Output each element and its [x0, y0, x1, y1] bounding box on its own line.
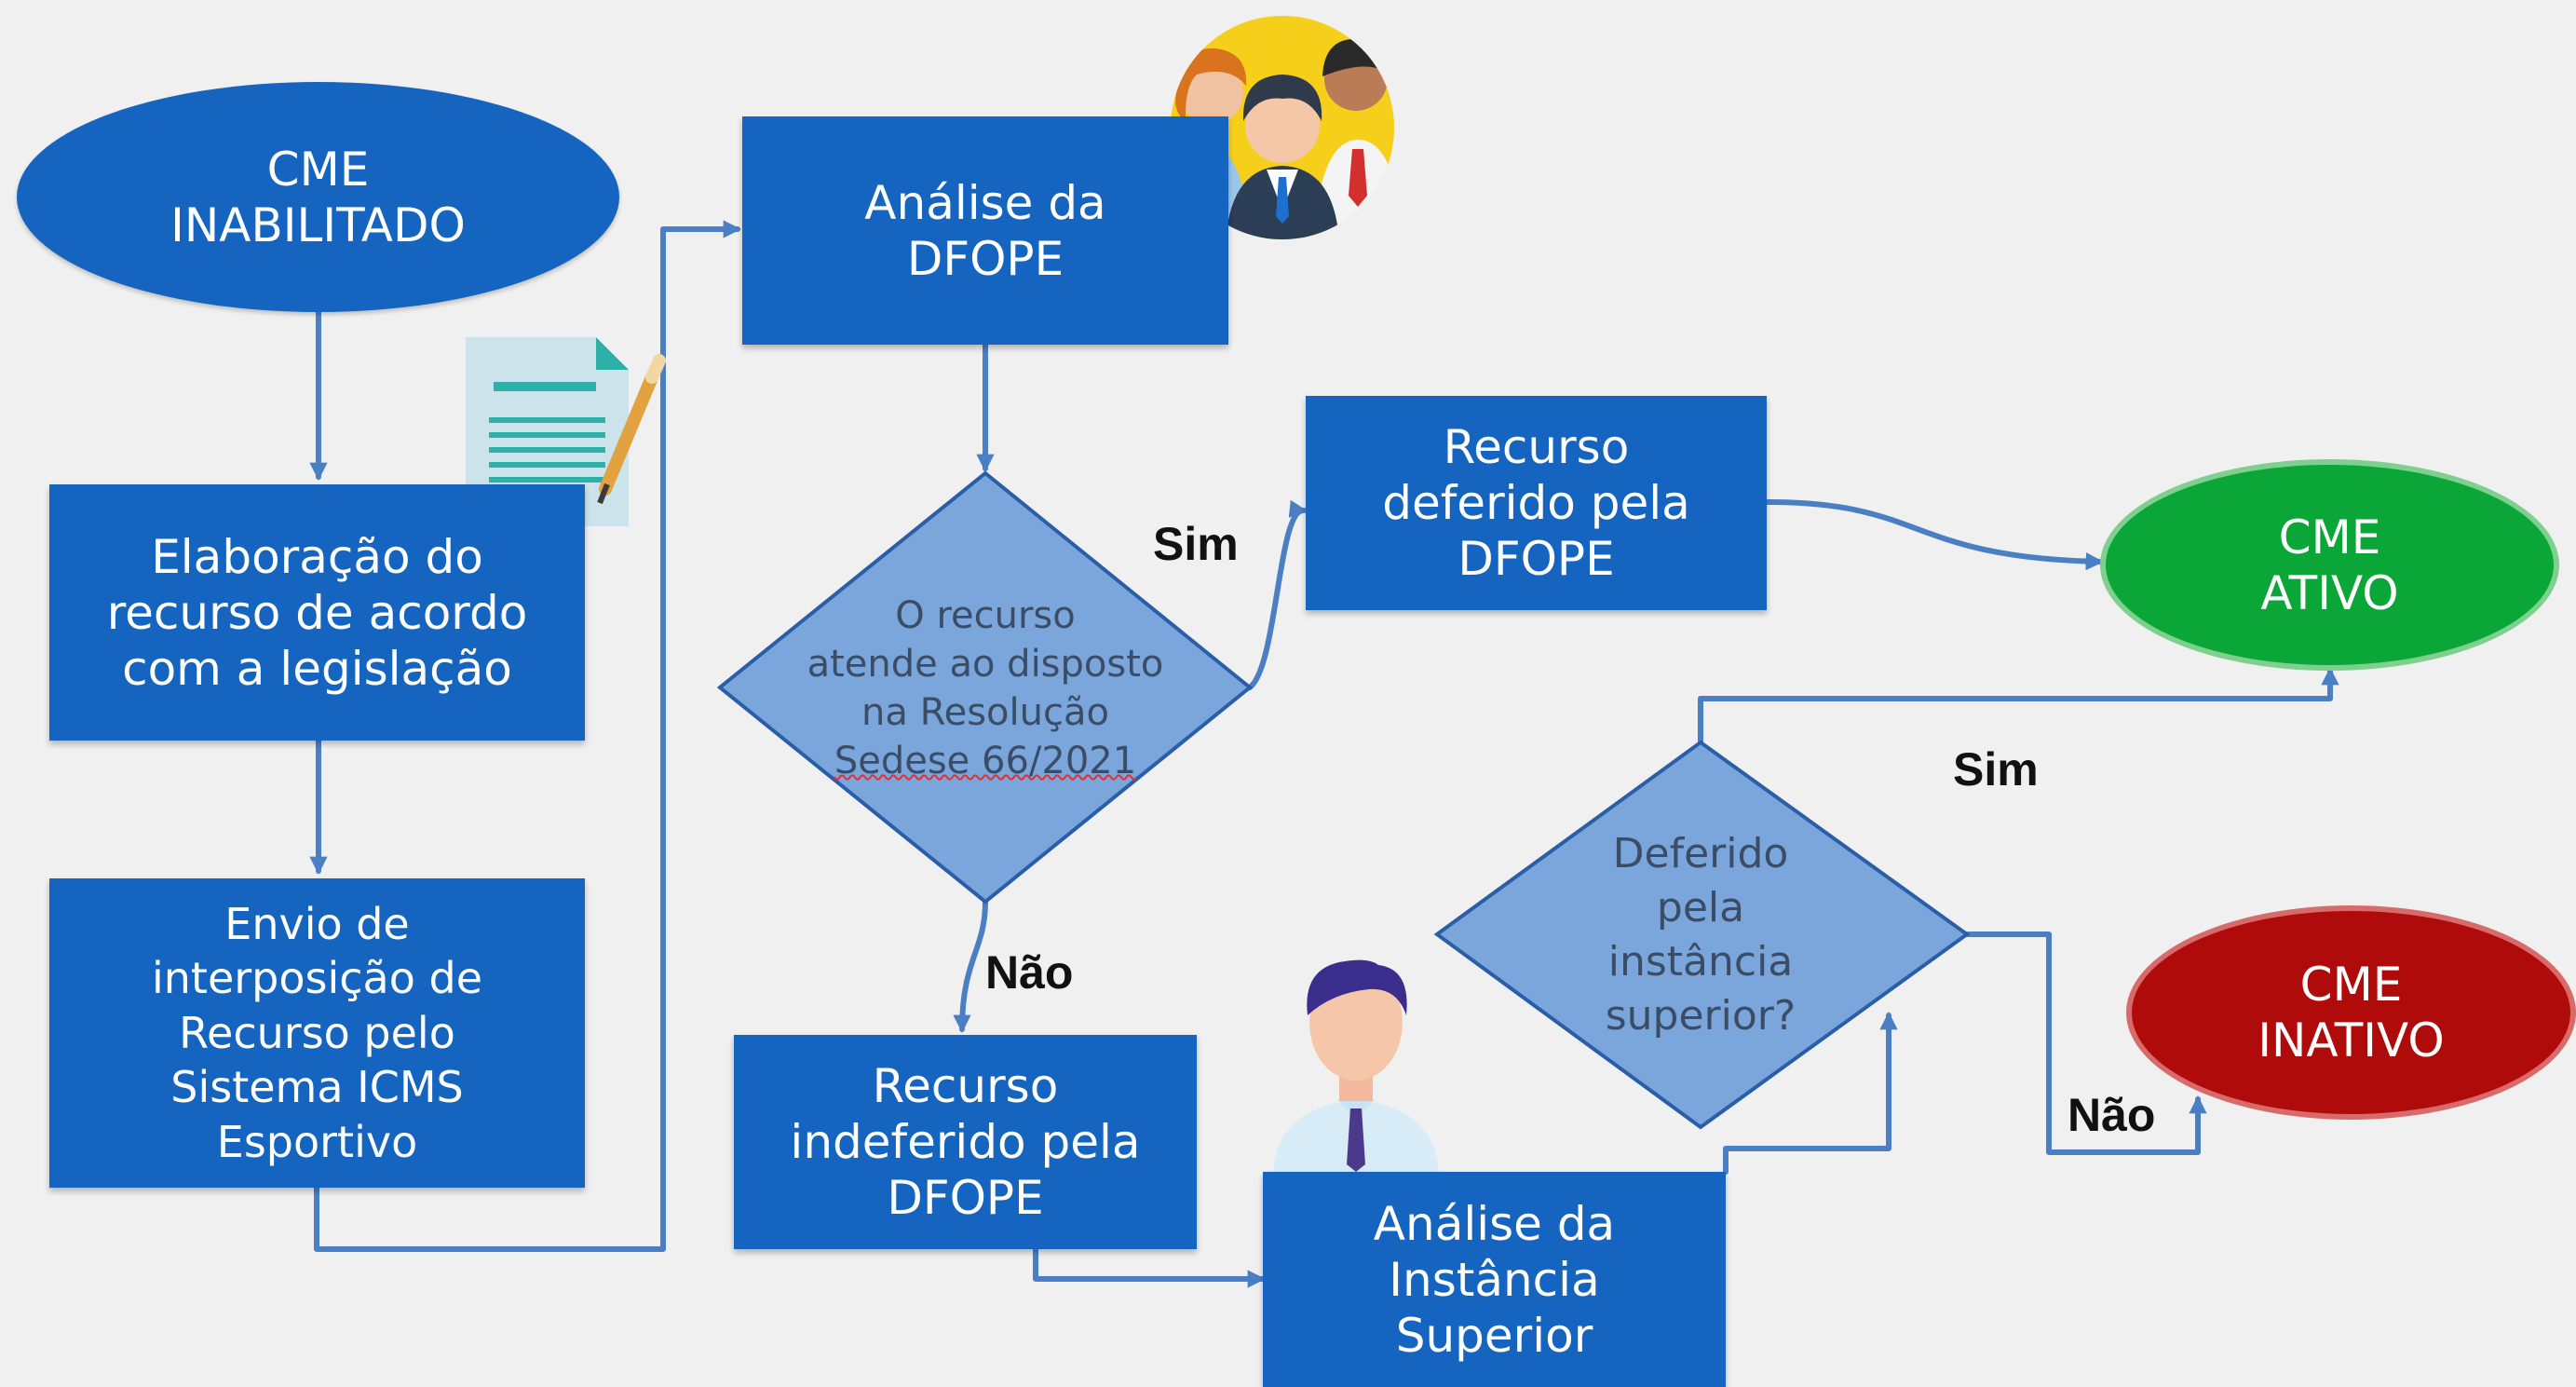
connector-decisao-indeferido [953, 899, 988, 1033]
decision-resolucao-line2: atende ao disposto [807, 643, 1164, 686]
edge-label-sim-instancia: Sim [1953, 743, 2039, 795]
process-elaboracao: Elaboração do recurso de acordo com a le… [49, 484, 585, 741]
connector-decisao-ativo [1698, 667, 2339, 745]
decision-instancia-label: Deferido pela instância superior? [1605, 829, 1796, 1040]
process-analise-dfope-label: Análise da DFOPE [864, 175, 1106, 286]
process-recurso-indeferido-label: Recurso indeferido pela DFOPE [790, 1059, 1141, 1225]
process-analise-instancia: Análise da Instância Superior [1263, 1172, 1726, 1387]
document-signature-icon [466, 337, 666, 526]
decision-instancia-shape [1433, 740, 1971, 1130]
end-cme-ativo-label: CME ATIVO [2260, 510, 2399, 620]
start-cme-inabilitado-line2: INABILITADO [170, 197, 466, 252]
business-person-icon [1273, 959, 1439, 1172]
connector-decisao-inativo [1964, 931, 2207, 1155]
end-cme-inativo: CME INATIVO [2126, 905, 2576, 1120]
process-envio-label: Envio de interposição de Recurso pelo Si… [151, 898, 483, 1167]
start-cme-inabilitado-line1: CME [266, 142, 370, 197]
decision-instancia-text: Deferido pela instância superior? [1514, 809, 1887, 1062]
start-cme-inabilitado: CME INABILITADO [17, 82, 619, 312]
edge-label-sim-resolucao: Sim [1153, 518, 1239, 570]
end-cme-ativo: CME ATIVO [2100, 459, 2559, 671]
process-analise-dfope: Análise da DFOPE [742, 116, 1228, 345]
process-envio: Envio de interposição de Recurso pelo Si… [49, 878, 585, 1188]
decision-resolucao-line3: na Resolução [861, 691, 1109, 734]
edge-label-nao-instancia: Não [2068, 1089, 2156, 1141]
process-recurso-deferido-label: Recurso deferido pela DFOPE [1382, 420, 1690, 586]
decision-resolucao-line4: Sedese 66/2021 [834, 740, 1137, 782]
connector-indeferido-instancia [1033, 1246, 1266, 1288]
process-analise-instancia-label: Análise da Instância Superior [1373, 1196, 1616, 1363]
edge-label-nao-resolucao: Não [985, 946, 1074, 999]
decision-resolucao-text: O recurso atende ao disposto na Resoluçã… [766, 557, 1204, 820]
connector-envio-analise [314, 220, 741, 1252]
connector-deferido-ativo [1764, 499, 2104, 571]
decision-resolucao-line1: O recurso [895, 594, 1076, 637]
process-elaboracao-label: Elaboração do recurso de acordo com a le… [106, 529, 528, 696]
decision-resolucao-shape [716, 470, 1254, 904]
connector-instancia-decisao [1723, 1012, 1898, 1175]
process-recurso-deferido: Recurso deferido pela DFOPE [1306, 396, 1767, 610]
connector-decisao-deferido [1247, 499, 1308, 690]
process-recurso-indeferido: Recurso indeferido pela DFOPE [734, 1035, 1197, 1249]
end-cme-inativo-label: CME INATIVO [2257, 958, 2445, 1067]
